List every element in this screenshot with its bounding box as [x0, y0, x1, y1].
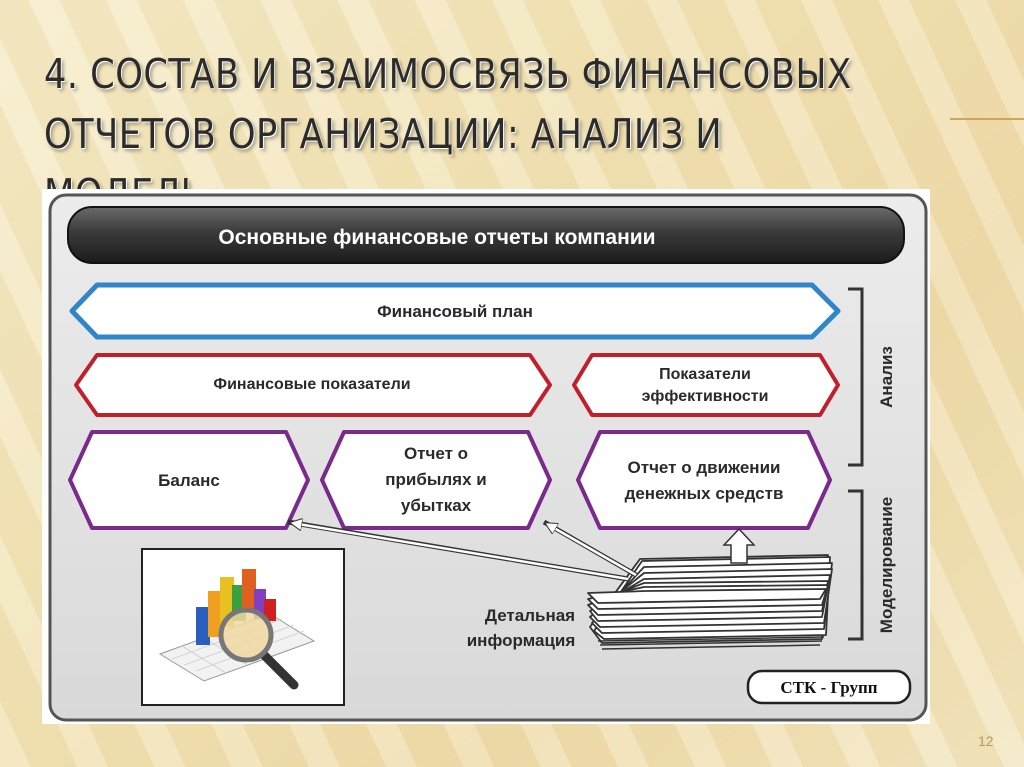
- brand-label: СТК - Групп: [780, 678, 877, 697]
- cash-flow-label-line-1: Отчет о движении: [628, 458, 781, 477]
- analysis-bracket: [848, 287, 864, 467]
- slide-title: 4. СОСТАВ И ВЗАИМОСВЯЗЬ ФИНАНСОВЫХ ОТЧЕТ…: [44, 44, 852, 224]
- modeling-label: Моделирование: [877, 497, 896, 633]
- analysis-label: Анализ: [877, 346, 896, 408]
- financial-indicators-shape: [74, 353, 552, 417]
- title-rule: [950, 118, 1024, 120]
- modeling-bracket: [848, 489, 864, 641]
- arrow-to-balance-inner: [292, 523, 629, 581]
- balance-shape: [68, 430, 310, 530]
- cash-flow-label-line-2: денежных средств: [625, 484, 784, 503]
- pnl-statement-label-line-3: убытках: [401, 496, 472, 515]
- documents-stack-icon: [587, 554, 833, 644]
- financial-plan-label: Финансовый план: [377, 302, 533, 321]
- brand-badge: [746, 669, 912, 705]
- pnl-statement-label-line-2: прибылях и: [385, 470, 486, 489]
- efficiency-indicators-shape: [572, 353, 840, 417]
- detail-info-label-line-1: Детальная: [485, 606, 575, 625]
- financial-reports-diagram: Основные финансовые отчеты компании Фина…: [42, 189, 930, 724]
- detail-info-label-line-2: информация: [467, 631, 576, 650]
- header-text: Основные финансовые отчеты компании: [218, 226, 655, 249]
- efficiency-indicators-label-line-1: Показатели: [659, 366, 751, 383]
- pnl-statement-shape: [320, 430, 552, 530]
- arrow-to-pnl-inner: [547, 524, 637, 577]
- balance-label: Баланс: [158, 471, 220, 490]
- financial-indicators-label: Финансовые показатели: [213, 376, 410, 393]
- cash-flow-shape: [576, 430, 832, 530]
- header-bar: [67, 206, 905, 264]
- arrow-to-cash-flow: [722, 527, 756, 564]
- pnl-statement-label-line-1: Отчет о: [404, 444, 468, 463]
- efficiency-indicators-label-line-2: эффективности: [642, 388, 769, 405]
- magnifier-icon: [218, 607, 299, 690]
- slide-number: 12: [978, 733, 994, 749]
- financial-plan-shape: [69, 282, 841, 340]
- slide-title-line-1: 4. СОСТАВ И ВЗАИМОСВЯЗЬ ФИНАНСОВЫХ: [44, 50, 852, 98]
